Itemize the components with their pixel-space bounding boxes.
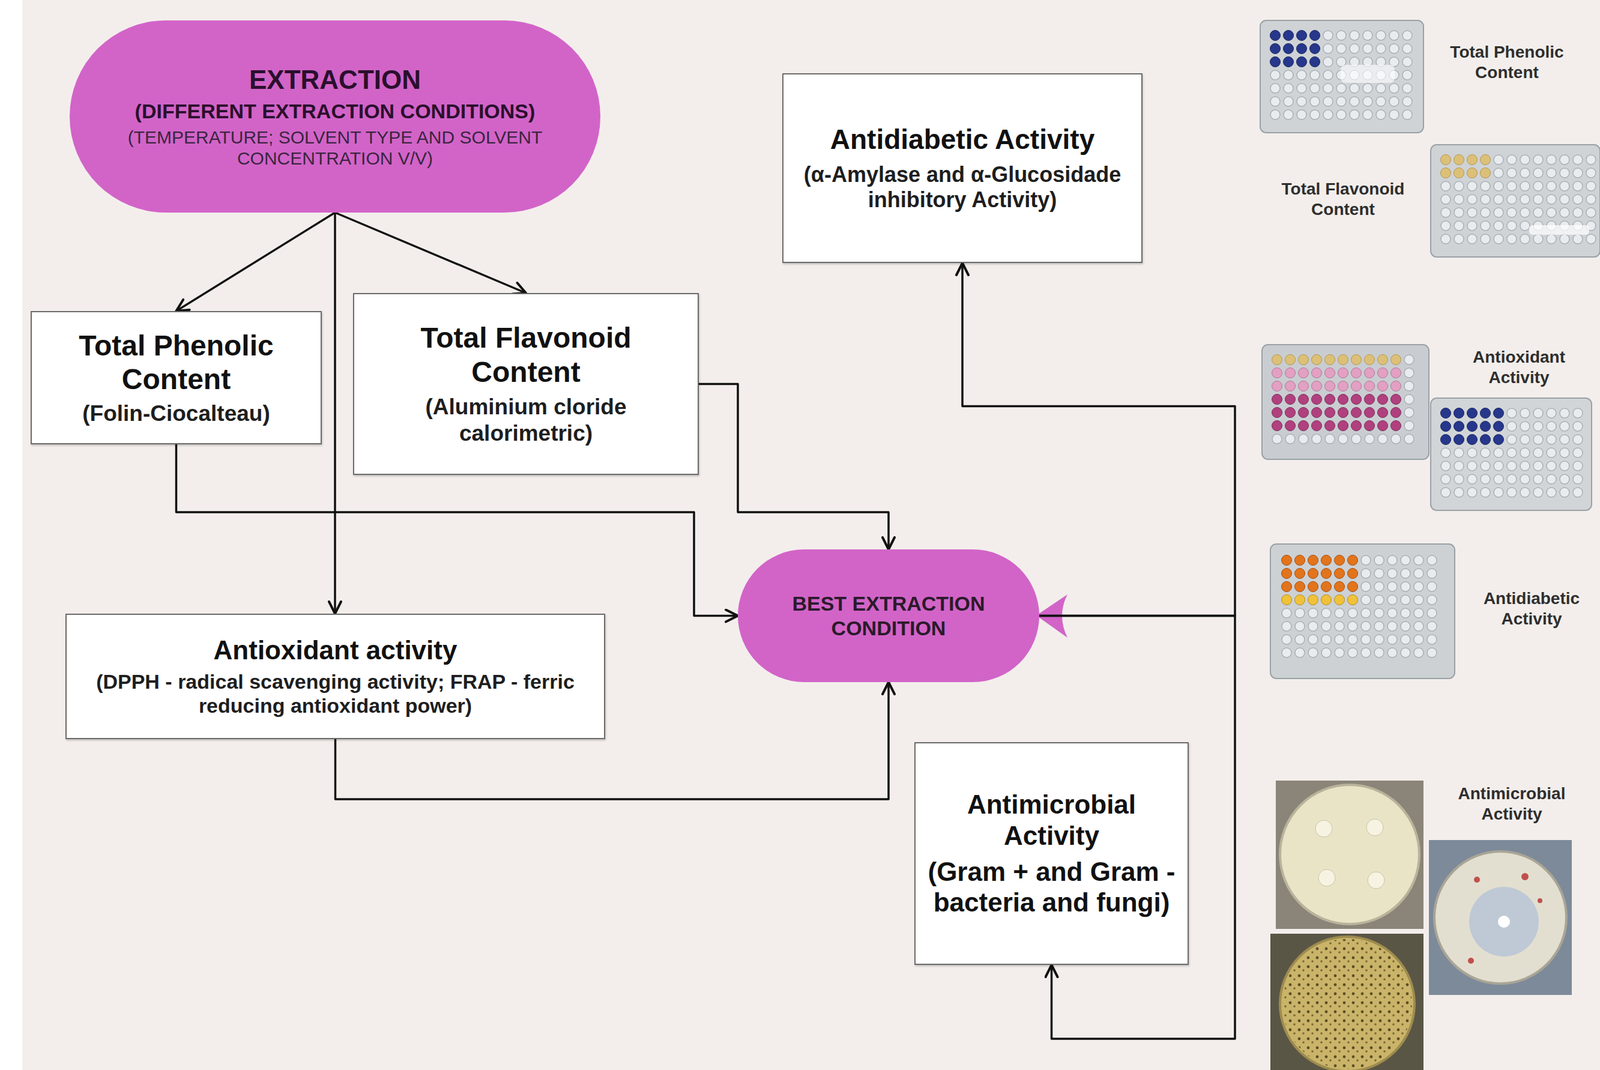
node-body: (α-Amylase and α-Glucosidade inhibitory …: [801, 162, 1124, 214]
well-plate: [1261, 344, 1429, 460]
process-box: Antimicrobial Activity(Gram + and Gram -…: [914, 742, 1189, 965]
well-plate: [1430, 144, 1600, 257]
petri-dish: [1270, 933, 1424, 1070]
start-pill: EXTRACTION (DIFFERENT EXTRACTION CONDITIO…: [69, 20, 601, 213]
well-plate: [1270, 543, 1455, 679]
node-heading: Total Phenolic Content: [46, 329, 307, 397]
node-heading: Total Flavonoid Content: [371, 321, 681, 390]
node-heading: Antidiabetic Activity: [830, 123, 1095, 156]
flow-arrow: [333, 212, 337, 614]
well-plate: [1260, 20, 1424, 133]
node-body: (Folin-Ciocalteau): [82, 400, 270, 427]
result-pill: BEST EXTRACTION CONDITION: [737, 549, 1040, 683]
petri-dish: [1275, 780, 1424, 929]
flow-arrow: [698, 384, 889, 550]
photo-label: Antimicrobial Activity: [1439, 783, 1584, 824]
node-heading: Antimicrobial Activity: [925, 788, 1178, 852]
process-box: Total Flavonoid Content(Aluminium clorid…: [353, 292, 699, 475]
node-body: (Gram + and Gram - bacteria and fungi): [925, 856, 1178, 919]
node-body: (Aluminium cloride calorimetric): [371, 393, 681, 447]
node-heading: Antioxidant activity: [213, 634, 458, 666]
photo-label: Antioxidant Activity: [1446, 347, 1591, 388]
photo-label: Total Flavonoid Content: [1262, 178, 1424, 220]
process-box: Antidiabetic Activity (α-Amylase and α-Gl…: [782, 73, 1143, 263]
node-body: (DPPH - radical scavenging activity; FRA…: [84, 669, 586, 718]
node-heading: EXTRACTION: [249, 64, 421, 96]
well-plate: [1430, 398, 1592, 511]
flow-arrow: [335, 212, 526, 293]
node-heading: BEST EXTRACTION CONDITION: [773, 591, 1004, 640]
node-body: (DIFFERENT EXTRACTION CONDITIONS): [135, 99, 536, 124]
process-box: Antioxidant activity(DPPH - radical scav…: [65, 613, 606, 740]
process-box: Total Phenolic Content (Folin-Ciocalteau): [30, 310, 322, 445]
node-body: (TEMPERATURE; SOLVENT TYPE AND SOLVENT C…: [111, 126, 559, 170]
flow-arrow: [176, 212, 336, 311]
photo-label: Antidiabetic Activity: [1468, 588, 1595, 629]
petri-dish: [1428, 839, 1572, 995]
photo-label: Total Phenolic Content: [1431, 42, 1582, 83]
